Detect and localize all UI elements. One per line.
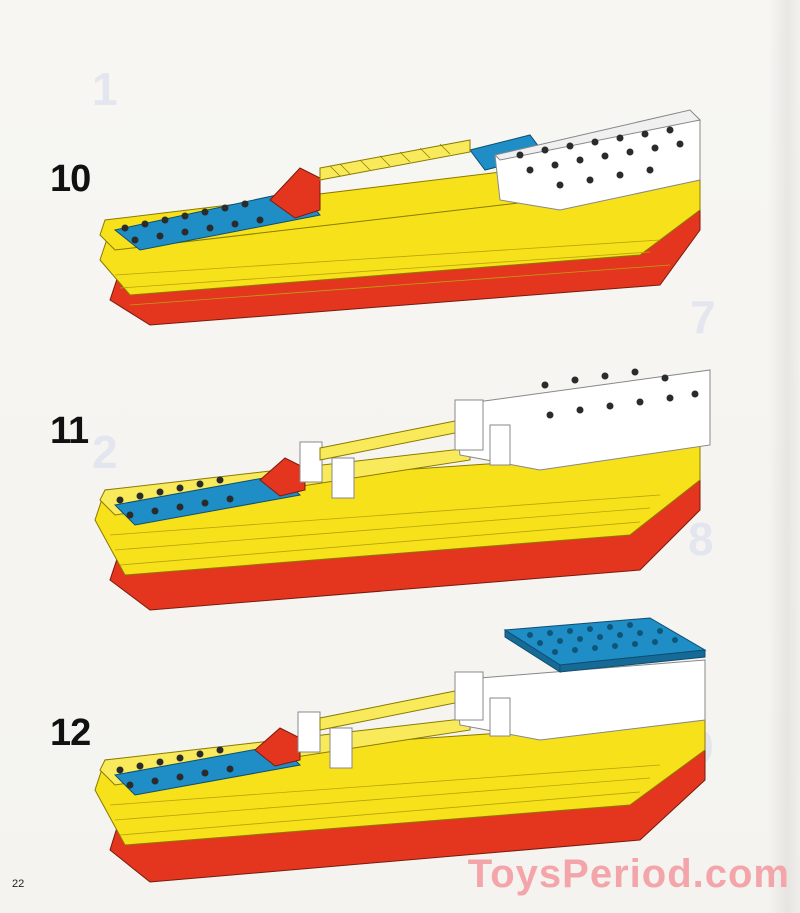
step-number-11: 11 xyxy=(50,410,89,452)
ghost-number: 1 xyxy=(92,63,118,115)
step-number-10: 10 xyxy=(50,158,91,200)
page-fold-shadow xyxy=(768,0,800,913)
ghost-number: 2 xyxy=(92,426,118,478)
boat-illustration-step-12 xyxy=(94,617,707,883)
page-number: 22 xyxy=(12,878,25,890)
boat-illustration-step-10 xyxy=(99,109,702,326)
watermark-text: ToysPeriod.com xyxy=(467,852,790,896)
ghost-number: 8 xyxy=(688,513,714,565)
step-number-12: 12 xyxy=(50,712,91,754)
ghost-number: 7 xyxy=(690,291,716,343)
boat-illustration-step-11 xyxy=(94,368,711,611)
